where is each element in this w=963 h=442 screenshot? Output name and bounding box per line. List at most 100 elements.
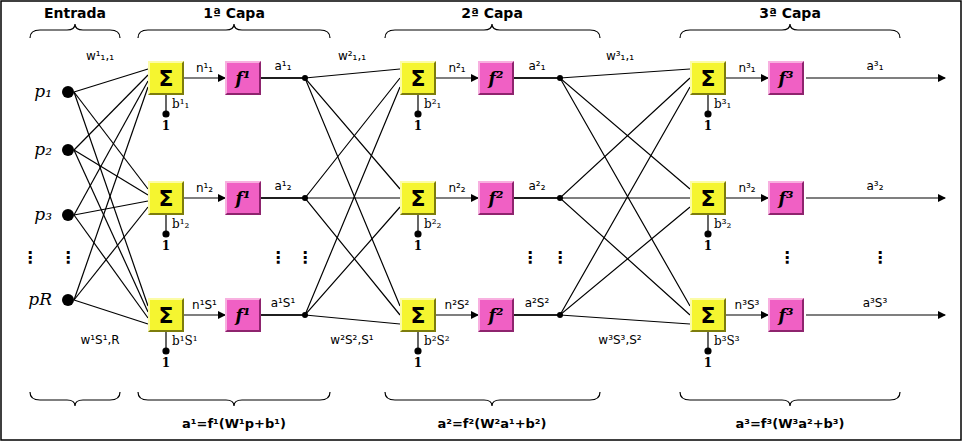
net-input-label: n³₂ <box>737 181 756 195</box>
sum-symbol: Σ <box>158 186 173 211</box>
transfer-function-box: f¹ <box>225 298 261 332</box>
sum-symbol: Σ <box>700 186 715 211</box>
bias-label: b³₂ <box>714 217 731 231</box>
transfer-function-box: f² <box>478 61 514 95</box>
connector <box>261 207 400 315</box>
connector <box>514 87 690 315</box>
layer-heading: 2ª Capa <box>461 5 523 21</box>
brace <box>385 392 600 406</box>
connector <box>74 69 148 92</box>
bias-label: b²₂ <box>424 217 441 231</box>
bias-input-label: 1 <box>162 239 170 253</box>
connector <box>74 207 148 300</box>
connector <box>726 197 768 198</box>
output-label: a³₂ <box>867 179 884 193</box>
weight-label: w²S²,S¹ <box>330 333 373 347</box>
bias-input-label: 1 <box>162 356 170 370</box>
summation-box: Σ <box>400 181 436 215</box>
connector <box>436 314 478 315</box>
connector <box>726 77 768 78</box>
net-input-label: n³₁ <box>737 61 756 75</box>
transfer-function-box: f² <box>478 181 514 215</box>
connector <box>514 198 690 315</box>
connector <box>514 78 690 198</box>
input-node: pR <box>62 294 74 306</box>
summation-box: Σ <box>690 298 726 332</box>
transfer-function-box: f² <box>478 298 514 332</box>
summation-box: Σ <box>690 61 726 95</box>
connector <box>74 150 148 195</box>
layer-formula: a³=f³(W³a²+b³) <box>736 416 845 432</box>
weight-label: w¹₁,₁ <box>86 49 114 63</box>
bias-input-label: 1 <box>414 119 422 133</box>
bias-input-label: 1 <box>704 119 712 133</box>
weight-label: w³S³,S² <box>598 333 641 347</box>
connector <box>261 87 400 315</box>
layer-heading: Entrada <box>44 5 106 21</box>
brace <box>680 24 900 38</box>
input-node: p₂ <box>62 144 74 156</box>
sum-symbol: Σ <box>158 303 173 328</box>
brace <box>385 24 600 38</box>
input-node: p₁ <box>62 86 74 98</box>
connector <box>74 87 148 300</box>
brace <box>138 392 330 406</box>
transfer-function-box: f³ <box>768 181 804 215</box>
bias-label: b²₁ <box>424 97 441 111</box>
bias-input-label: 1 <box>162 119 170 133</box>
bias-input-label: 1 <box>704 239 712 253</box>
summation-box: Σ <box>148 181 184 215</box>
function-symbol: f³ <box>779 188 794 208</box>
layer-formula: a²=f²(W²a¹+b²) <box>438 416 547 432</box>
output-label: a²₁ <box>529 59 546 73</box>
summation-box: Σ <box>148 61 184 95</box>
sum-symbol: Σ <box>158 66 173 91</box>
connector <box>74 75 148 150</box>
connector <box>436 197 478 198</box>
bias-label: b³₁ <box>714 97 731 111</box>
weight-label: w¹S¹,R <box>80 333 119 347</box>
brace <box>138 24 330 38</box>
connector <box>184 197 225 198</box>
output-label: a³S³ <box>863 296 888 310</box>
connector <box>74 92 148 306</box>
bias-label: b³S³ <box>714 334 740 348</box>
output-label: a¹S¹ <box>271 296 296 310</box>
ellipsis: ⋮ <box>22 249 38 267</box>
function-symbol: f³ <box>779 68 794 88</box>
connector <box>726 314 768 315</box>
ellipsis: ⋮ <box>297 249 313 267</box>
net-input-label: n³S³ <box>734 298 761 312</box>
connector <box>261 198 400 315</box>
summation-box: Σ <box>690 181 726 215</box>
ellipsis: ⋮ <box>522 249 538 267</box>
ellipsis: ⋮ <box>60 249 76 267</box>
layer-formula: a¹=f¹(W¹p+b¹) <box>182 416 286 432</box>
junction-dots <box>302 75 563 318</box>
bias-label: b²S² <box>424 334 450 348</box>
net-input-label: n²₂ <box>447 181 466 195</box>
function-symbol: f¹ <box>236 188 251 208</box>
output-label: a¹₁ <box>275 59 292 73</box>
transfer-function-box: f³ <box>768 61 804 95</box>
ellipsis: ⋮ <box>872 249 888 267</box>
transfer-function-box: f³ <box>768 298 804 332</box>
connector <box>74 201 148 215</box>
function-symbol: f¹ <box>236 68 251 88</box>
transfer-function-box: f¹ <box>225 61 261 95</box>
input-label: p₂ <box>34 139 52 159</box>
net-input-label: n¹₂ <box>195 181 214 195</box>
output-label: a³₁ <box>867 59 884 73</box>
bias-label: b¹₂ <box>172 217 189 231</box>
brace <box>30 24 120 38</box>
summation-box: Σ <box>148 298 184 332</box>
bias-label: b¹S¹ <box>172 334 198 348</box>
bias-input-label: 1 <box>414 239 422 253</box>
connector <box>184 314 225 315</box>
summation-box: Σ <box>400 298 436 332</box>
summation-box: Σ <box>400 61 436 95</box>
input-label: pR <box>28 289 52 309</box>
net-input-label: n¹₁ <box>195 61 214 75</box>
